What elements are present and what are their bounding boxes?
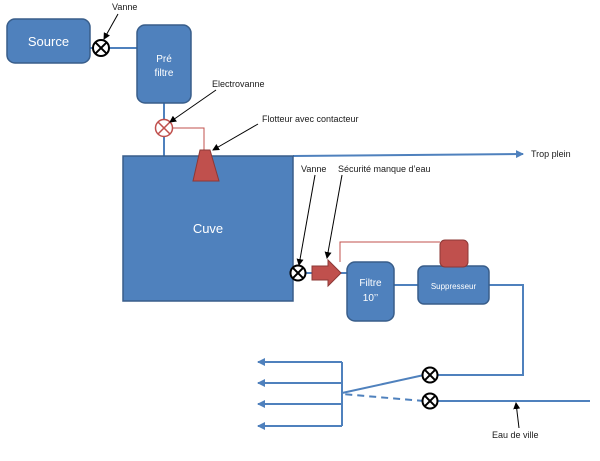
pointers <box>103 13 521 429</box>
electrovanne-cross-b <box>157 121 171 135</box>
pipe-dashed-bypass <box>341 393 425 402</box>
valve-cross-b <box>94 41 108 55</box>
pointer-electrovanne <box>169 89 217 123</box>
vanne-suppresseur-out <box>421 366 439 384</box>
pointer-flotteur <box>212 123 259 151</box>
pointer-eau-de-ville <box>513 402 521 429</box>
label-vanne-top: Vanne <box>112 2 137 12</box>
pipe-trop-plein <box>292 150 524 159</box>
vanne-eau-de-ville <box>421 392 439 410</box>
label-securite: Sécurité manque d’eau <box>338 164 431 174</box>
source-label: Source <box>28 34 69 49</box>
prefiltre-label-line1: Pré <box>156 54 172 65</box>
vanne-source <box>92 39 110 57</box>
securite-manque-eau-arrow <box>311 258 342 288</box>
label-electrovanne: Electrovanne <box>212 79 265 89</box>
vanne-cuve <box>289 264 307 282</box>
pointer-vanne-top <box>103 13 119 40</box>
wire-flotteur-electrovanne <box>172 127 205 150</box>
prefiltre-label-line2: filtre <box>155 68 174 79</box>
pressostat-box <box>439 239 469 268</box>
suppresseur-label: Suppresseur <box>431 282 477 291</box>
label-eau-de-ville: Eau de ville <box>492 430 539 440</box>
pointer-securite <box>324 174 343 259</box>
label-flotteur: Flotteur avec contacteur <box>262 114 359 124</box>
flotteur-float <box>192 149 220 182</box>
pointer-vanne-mid <box>296 174 316 266</box>
wire-securite-pressostat <box>339 241 440 262</box>
valve-cross-b <box>291 266 305 280</box>
source-box <box>6 18 91 64</box>
pipe-suppresseur-outlet <box>437 284 524 376</box>
pipes <box>90 47 590 402</box>
label-vanne-mid: Vanne <box>301 164 326 174</box>
filtre-label-line1: Filtre <box>359 278 382 289</box>
electrovanne-valve <box>154 118 174 138</box>
filtre-label-line2: 10’’ <box>363 293 378 304</box>
filtre-box <box>346 261 395 322</box>
valve-cross-b <box>423 368 437 382</box>
valve-cross-b <box>423 394 437 408</box>
prefiltre-box <box>136 24 192 104</box>
pipe-valve-collector <box>341 374 425 394</box>
outlet-collector <box>257 358 343 430</box>
cuve-label: Cuve <box>193 221 223 236</box>
control-wiring <box>172 127 440 262</box>
label-trop-plein: Trop plein <box>531 149 571 159</box>
